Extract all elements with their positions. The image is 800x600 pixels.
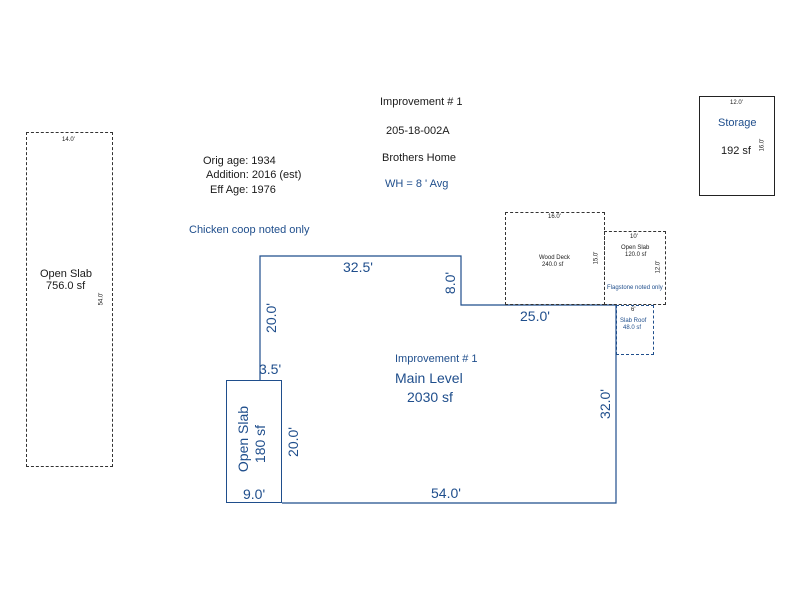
open-slab-small-width: 9.0' — [243, 486, 266, 502]
wood-deck-area: 240.0 sf — [542, 262, 564, 268]
open-slab-small-depth: 20.0' — [284, 427, 301, 457]
improvement-title: Improvement # 1 — [380, 96, 463, 108]
main-improvement: Improvement # 1 — [395, 353, 478, 365]
flagstone-note: Flagstone noted only — [607, 285, 663, 291]
slab-roof-box — [616, 305, 654, 355]
wood-deck-label: Wood Deck — [539, 255, 570, 261]
open-slab-left-label: Open Slab — [40, 268, 92, 280]
open-slab-right-width: 10' — [630, 234, 638, 240]
open-slab-right-area: 120.0 sf — [625, 252, 647, 258]
storage-label: Storage — [718, 117, 757, 129]
open-slab-right-box — [604, 231, 666, 305]
storage-box — [699, 96, 775, 196]
slab-roof-width: 6' — [631, 307, 636, 313]
open-slab-right-label: Open Slab — [621, 245, 650, 251]
chicken-coop-note: Chicken coop noted only — [189, 224, 310, 236]
open-slab-left-width: 14.0' — [62, 137, 75, 143]
main-dim-step-run: 25.0' — [520, 308, 550, 324]
main-dim-right: 32.0' — [596, 389, 613, 419]
open-slab-small-box — [226, 380, 282, 503]
open-slab-left-box — [26, 132, 113, 467]
slab-roof-label: Slab Roof — [620, 318, 647, 324]
open-slab-right-depth: 12.0' — [655, 260, 662, 274]
parcel-number: 205-18-002A — [386, 125, 450, 137]
main-label: Main Level — [395, 370, 463, 386]
slab-roof-area: 48.0 sf — [623, 325, 642, 331]
main-dim-top: 32.5' — [343, 259, 373, 275]
open-slab-left-area: 756.0 sf — [46, 280, 86, 292]
eff-age: Eff Age: 1976 — [210, 184, 276, 196]
open-slab-small-area: 180 sf — [252, 424, 269, 464]
storage-area: 192 sf — [721, 145, 751, 157]
addition-age: Addition: 2016 (est) — [206, 169, 302, 181]
home-name: Brothers Home — [382, 152, 456, 164]
open-slab-small-label: Open Slab — [235, 405, 252, 473]
main-area: 2030 sf — [407, 389, 453, 405]
main-dim-bottom: 54.0' — [431, 485, 461, 501]
storage-width: 12.0' — [730, 100, 743, 106]
main-dim-step: 8.0' — [442, 271, 459, 295]
wall-height: WH = 8 ' Avg — [385, 178, 449, 190]
main-dim-left-jog: 3.5' — [259, 361, 282, 377]
orig-age: Orig age: 1934 — [203, 155, 276, 167]
wood-deck-depth: 15.0' — [593, 251, 600, 265]
main-dim-left-upper: 20.0' — [262, 303, 279, 333]
wood-deck-width: 16.0' — [548, 214, 561, 220]
